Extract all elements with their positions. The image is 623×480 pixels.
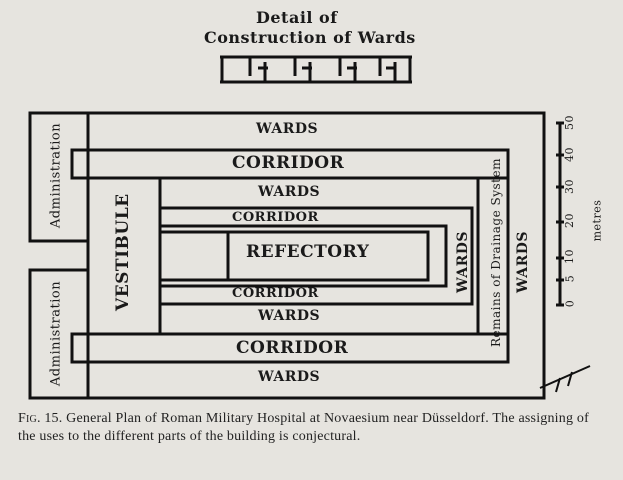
label-administration-top: Administration: [48, 122, 64, 229]
scale-tick-5: 5: [563, 274, 577, 283]
label-drainage: Remains of Drainage System: [489, 158, 503, 347]
outer-wall: [88, 111, 546, 400]
scale-tick-0: 0: [563, 299, 577, 308]
refectory-block: [226, 230, 430, 282]
vestibule-block: [86, 176, 162, 336]
detail-title-line2: Construction of Wards: [204, 28, 416, 47]
label-corridor-inner-top: CORRIDOR: [232, 210, 319, 225]
scale-bar: [556, 121, 564, 307]
scale-tick-40: 40: [563, 147, 576, 162]
scale-tick-50: 50: [563, 115, 576, 130]
label-corridor-inner-bottom: CORRIDOR: [232, 286, 319, 301]
label-refectory: REFECTORY: [246, 242, 370, 262]
scale-tick-10: 10: [563, 249, 576, 264]
label-wards-bottom: WARDS: [258, 369, 321, 385]
label-wards-top: WARDS: [256, 121, 319, 137]
label-wards-inner-top: WARDS: [258, 184, 321, 200]
label-administration-bottom: Administration: [48, 280, 64, 387]
label-wards-right-outer: WARDS: [515, 230, 531, 294]
caption-fig-number: Fig. 15.: [18, 411, 63, 426]
figure-caption: Fig. 15. General Plan of Roman Military …: [18, 410, 608, 446]
north-arrow: [539, 365, 591, 393]
detail-title-line1: Detail of: [256, 8, 338, 27]
label-corridor-outer-bottom: CORRIDOR: [236, 338, 349, 358]
scale-tick-30: 30: [563, 179, 576, 194]
scale-tick-20: 20: [563, 213, 576, 228]
label-corridor-outer-top: CORRIDOR: [232, 153, 345, 173]
scale-unit: metres: [590, 199, 604, 242]
label-wards-inner-bottom: WARDS: [258, 308, 321, 324]
label-wards-right-inner: WARDS: [455, 230, 471, 294]
detail-construction-diagram: [220, 55, 412, 84]
caption-text: General Plan of Roman Military Hospital …: [18, 411, 589, 444]
label-vestibule: VESTIBULE: [113, 193, 133, 311]
